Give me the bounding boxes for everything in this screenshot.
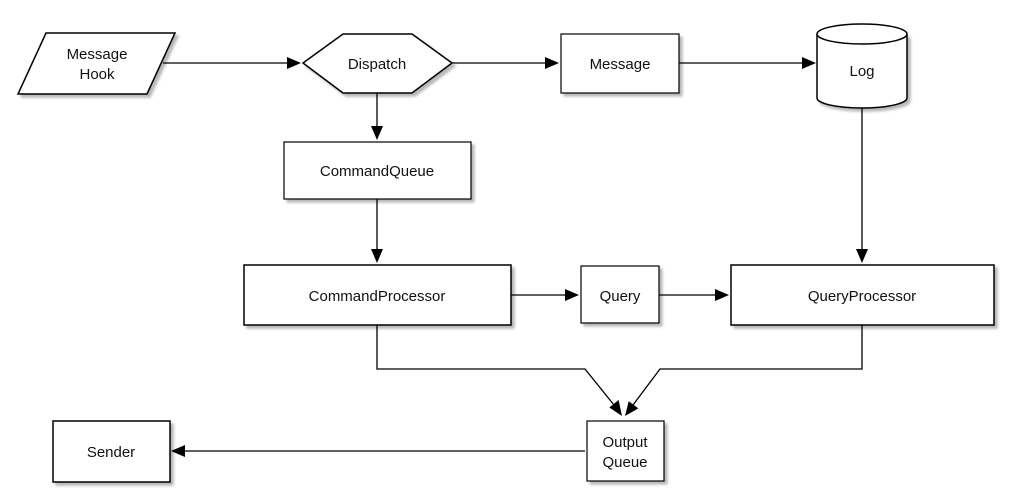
query-node: Query [580, 265, 660, 324]
message-hook-node: Message Hook [16, 32, 177, 95]
edge-queryprocessor-to-outputqueue [625, 325, 863, 416]
edges [163, 57, 868, 457]
edge-commandqueue-to-commandprocessor [371, 199, 383, 263]
edge-outputqueue-to-sender [171, 445, 585, 457]
commandqueue-label: CommandQueue [320, 163, 434, 180]
edge-message-to-log [679, 57, 816, 69]
log-label: Log [849, 63, 874, 80]
queryprocessor-label: QueryProcessor [808, 288, 916, 305]
commandprocessor-node: CommandProcessor [243, 264, 512, 326]
edge-log-to-queryprocessor [856, 108, 868, 263]
nodes: Message Hook Dispatch Message Log Comman… [16, 23, 995, 483]
edge-commandprocessor-to-query [511, 289, 579, 301]
message-node: Message [560, 33, 680, 94]
outputqueue-node: Output Queue [586, 420, 665, 482]
message-label: Message [590, 56, 651, 73]
edge-dispatch-to-message [452, 57, 559, 69]
commandqueue-node: CommandQueue [283, 141, 472, 200]
edge-messagehook-to-dispatch [163, 57, 301, 69]
log-node: Log [816, 23, 908, 109]
dispatch-label: Dispatch [348, 56, 406, 73]
edge-dispatch-to-commandqueue [371, 93, 383, 140]
query-label: Query [600, 288, 641, 305]
outputqueue-label-line2: Queue [602, 454, 647, 471]
sender-node: Sender [52, 420, 171, 483]
queryprocessor-node: QueryProcessor [730, 264, 995, 326]
edge-commandprocessor-to-outputqueue [376, 325, 622, 416]
dispatch-node: Dispatch [301, 33, 454, 94]
edge-query-to-queryprocessor [659, 289, 729, 301]
message-hook-label-line1: Message [67, 46, 128, 63]
message-hook-label-line2: Hook [79, 66, 115, 83]
sender-label: Sender [87, 444, 135, 461]
outputqueue-label-line1: Output [602, 434, 648, 451]
commandprocessor-label: CommandProcessor [309, 288, 446, 305]
